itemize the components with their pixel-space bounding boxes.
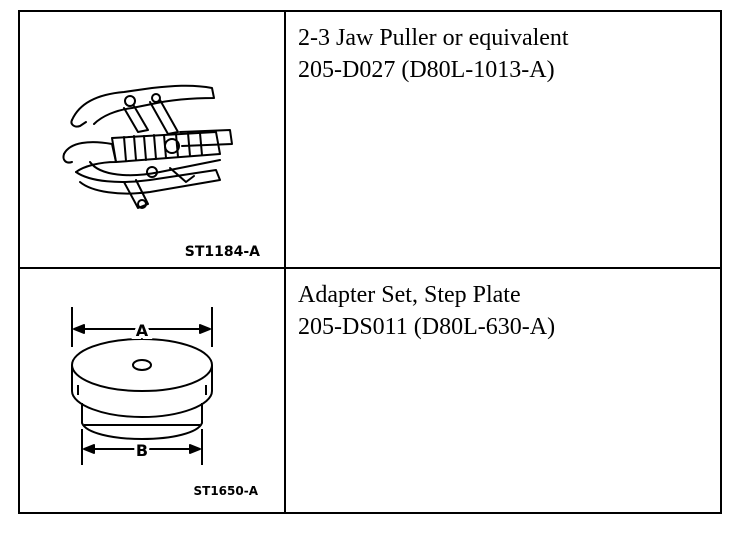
- dimension-label-a: A: [136, 321, 149, 340]
- jaw-puller-icon: [62, 84, 233, 209]
- illustration-code: ST1650-A: [193, 484, 259, 498]
- tool-row-step-plate-adapter: A B ST1650-A Adapter Set, Step Plate 205…: [20, 269, 720, 514]
- tool-illustration-cell: A B ST1650-A: [20, 269, 284, 514]
- tool-description: Adapter Set, Step Plate 205-DS011 (D80L-…: [298, 279, 708, 343]
- tool-part-number: 205-D027 (D80L-1013-A): [298, 57, 555, 83]
- dimension-label-b: B: [136, 441, 148, 460]
- tool-illustration-cell: ST1184-A: [20, 12, 284, 267]
- tool-name: 2-3 Jaw Puller or equivalent: [298, 25, 569, 51]
- tool-name: Adapter Set, Step Plate: [298, 282, 521, 308]
- tool-part-number: 205-DS011 (D80L-630-A): [298, 314, 556, 340]
- special-tools-table: ST1184-A 2-3 Jaw Puller or equivalent 20…: [18, 10, 722, 514]
- step-plate-adapter-icon: A B: [71, 307, 213, 465]
- tool-description: 2-3 Jaw Puller or equivalent 205-D027 (D…: [298, 22, 708, 86]
- column-divider: [284, 12, 286, 512]
- tool-row-jaw-puller: ST1184-A 2-3 Jaw Puller or equivalent 20…: [20, 12, 720, 267]
- row-divider: [20, 267, 720, 269]
- illustration-code: ST1184-A: [184, 244, 260, 260]
